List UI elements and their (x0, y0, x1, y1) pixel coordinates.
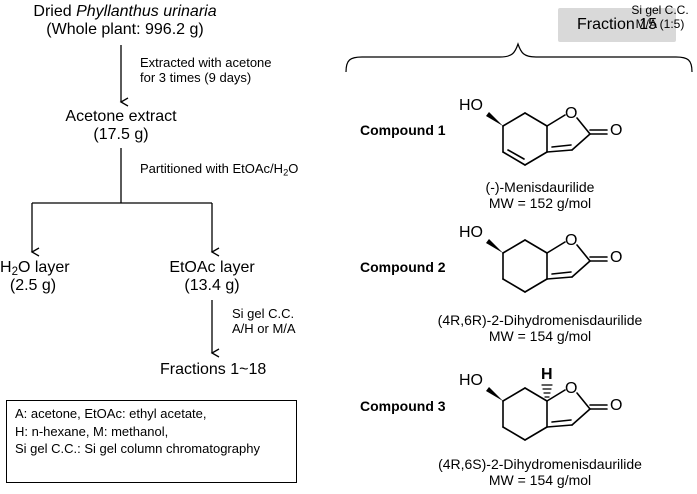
extraction-step-line1: Extracted with acetone (140, 55, 272, 70)
compound-1-name: (-)-Menisdaurilide (485, 179, 595, 195)
compound-2-structure (486, 239, 608, 293)
chromatography-step-line1: Si gel C.C. (232, 306, 295, 321)
compound-1-mw: MW = 152 g/mol (488, 195, 592, 212)
compound-2-ring-oxygen: O (565, 232, 578, 249)
fractions-label: Fractions 1~18 (160, 361, 267, 378)
water-layer: H2O layer (2.5 g) (0, 259, 70, 296)
compound-3-name-block: (4R,6S)-2-Dihydromenisdaurilide MW = 154… (420, 456, 660, 488)
chromatography-step-line2: A/H or M/A (232, 320, 296, 336)
compound-3-name: (4R,6S)-2-Dihydromenisdaurilide (438, 456, 642, 472)
compound-3-ring-oxygen: O (565, 380, 578, 397)
abbreviation-legend: A: acetone, EtOAc: ethyl acetate, H: n-h… (6, 400, 297, 483)
source-material: Dried Phyllanthus urinaria (Whole plant:… (20, 3, 230, 40)
curly-brace (345, 42, 693, 73)
legend-line: A: acetone, EtOAc: ethyl acetate, (15, 406, 207, 421)
compound-1-structure (486, 112, 608, 166)
water-layer-mass: (2.5 g) (9, 277, 57, 295)
species-name: Phyllanthus urinaria (76, 3, 217, 20)
compound-1-name-block: (-)-Menisdaurilide MW = 152 g/mol (440, 179, 640, 211)
source-prefix: Dried (33, 3, 72, 20)
acetone-extract-mass: (17.5 g) (93, 126, 149, 144)
compound-3-mw: MW = 154 g/mol (488, 472, 592, 489)
fraction-15-box (558, 8, 676, 42)
legend-line: H: n-hexane, M: methanol, (15, 423, 169, 439)
compound-1-ring-oxygen: O (565, 105, 578, 122)
etoac-layer-mass: (13.4 g) (184, 277, 240, 295)
extraction-step-line2: for 3 times (9 days) (140, 69, 252, 85)
extraction-step: Extracted with acetone for 3 times (9 da… (140, 55, 272, 86)
source-mass: (Whole plant: 996.2 g) (46, 21, 204, 39)
compound-3-hydrogen: H (541, 366, 553, 383)
compound-1-ho: HO (459, 97, 483, 114)
compound-3-carbonyl-oxygen: O (610, 397, 623, 414)
compound-2-name-block: (4R,6R)-2-Dihydromenisdaurilide MW = 154… (420, 312, 660, 344)
legend-line: Si gel C.C.: Si gel column chromatograph… (15, 441, 260, 457)
compound-2-ho: HO (459, 224, 483, 241)
acetone-extract-name: Acetone extract (65, 108, 177, 125)
compound-3-label: Compound 3 (360, 398, 446, 414)
chromatography-step: Si gel C.C. A/H or M/A (232, 306, 296, 337)
fraction-15-method-line1: Si gel C.C. (631, 3, 689, 17)
acetone-extract: Acetone extract (17.5 g) (60, 108, 182, 145)
compound-2-name: (4R,6R)-2-Dihydromenisdaurilide (437, 312, 643, 328)
fraction-15-method-line2: M/A (1:5) (635, 16, 685, 31)
etoac-layer: EtOAc layer (13.4 g) (160, 259, 264, 296)
fraction-15-label: Fraction 15 (576, 16, 658, 33)
compound-3-ho: HO (459, 372, 483, 389)
water-layer-name: H2O layer (0, 259, 70, 279)
compound-1-label: Compound 1 (360, 122, 446, 138)
compound-2-label: Compound 2 (360, 259, 446, 275)
fraction-15-method-text: Si gel C.C. M/A (1:5) (625, 3, 695, 32)
compound-2-carbonyl-oxygen: O (610, 249, 623, 266)
compound-1-carbonyl-oxygen: O (610, 122, 623, 139)
partition-step: Partitioned with EtOAc/H2O (140, 161, 299, 178)
compound-3-structure (486, 384, 608, 441)
etoac-layer-name: EtOAc layer (169, 259, 255, 276)
compound-2-mw: MW = 154 g/mol (488, 328, 592, 345)
